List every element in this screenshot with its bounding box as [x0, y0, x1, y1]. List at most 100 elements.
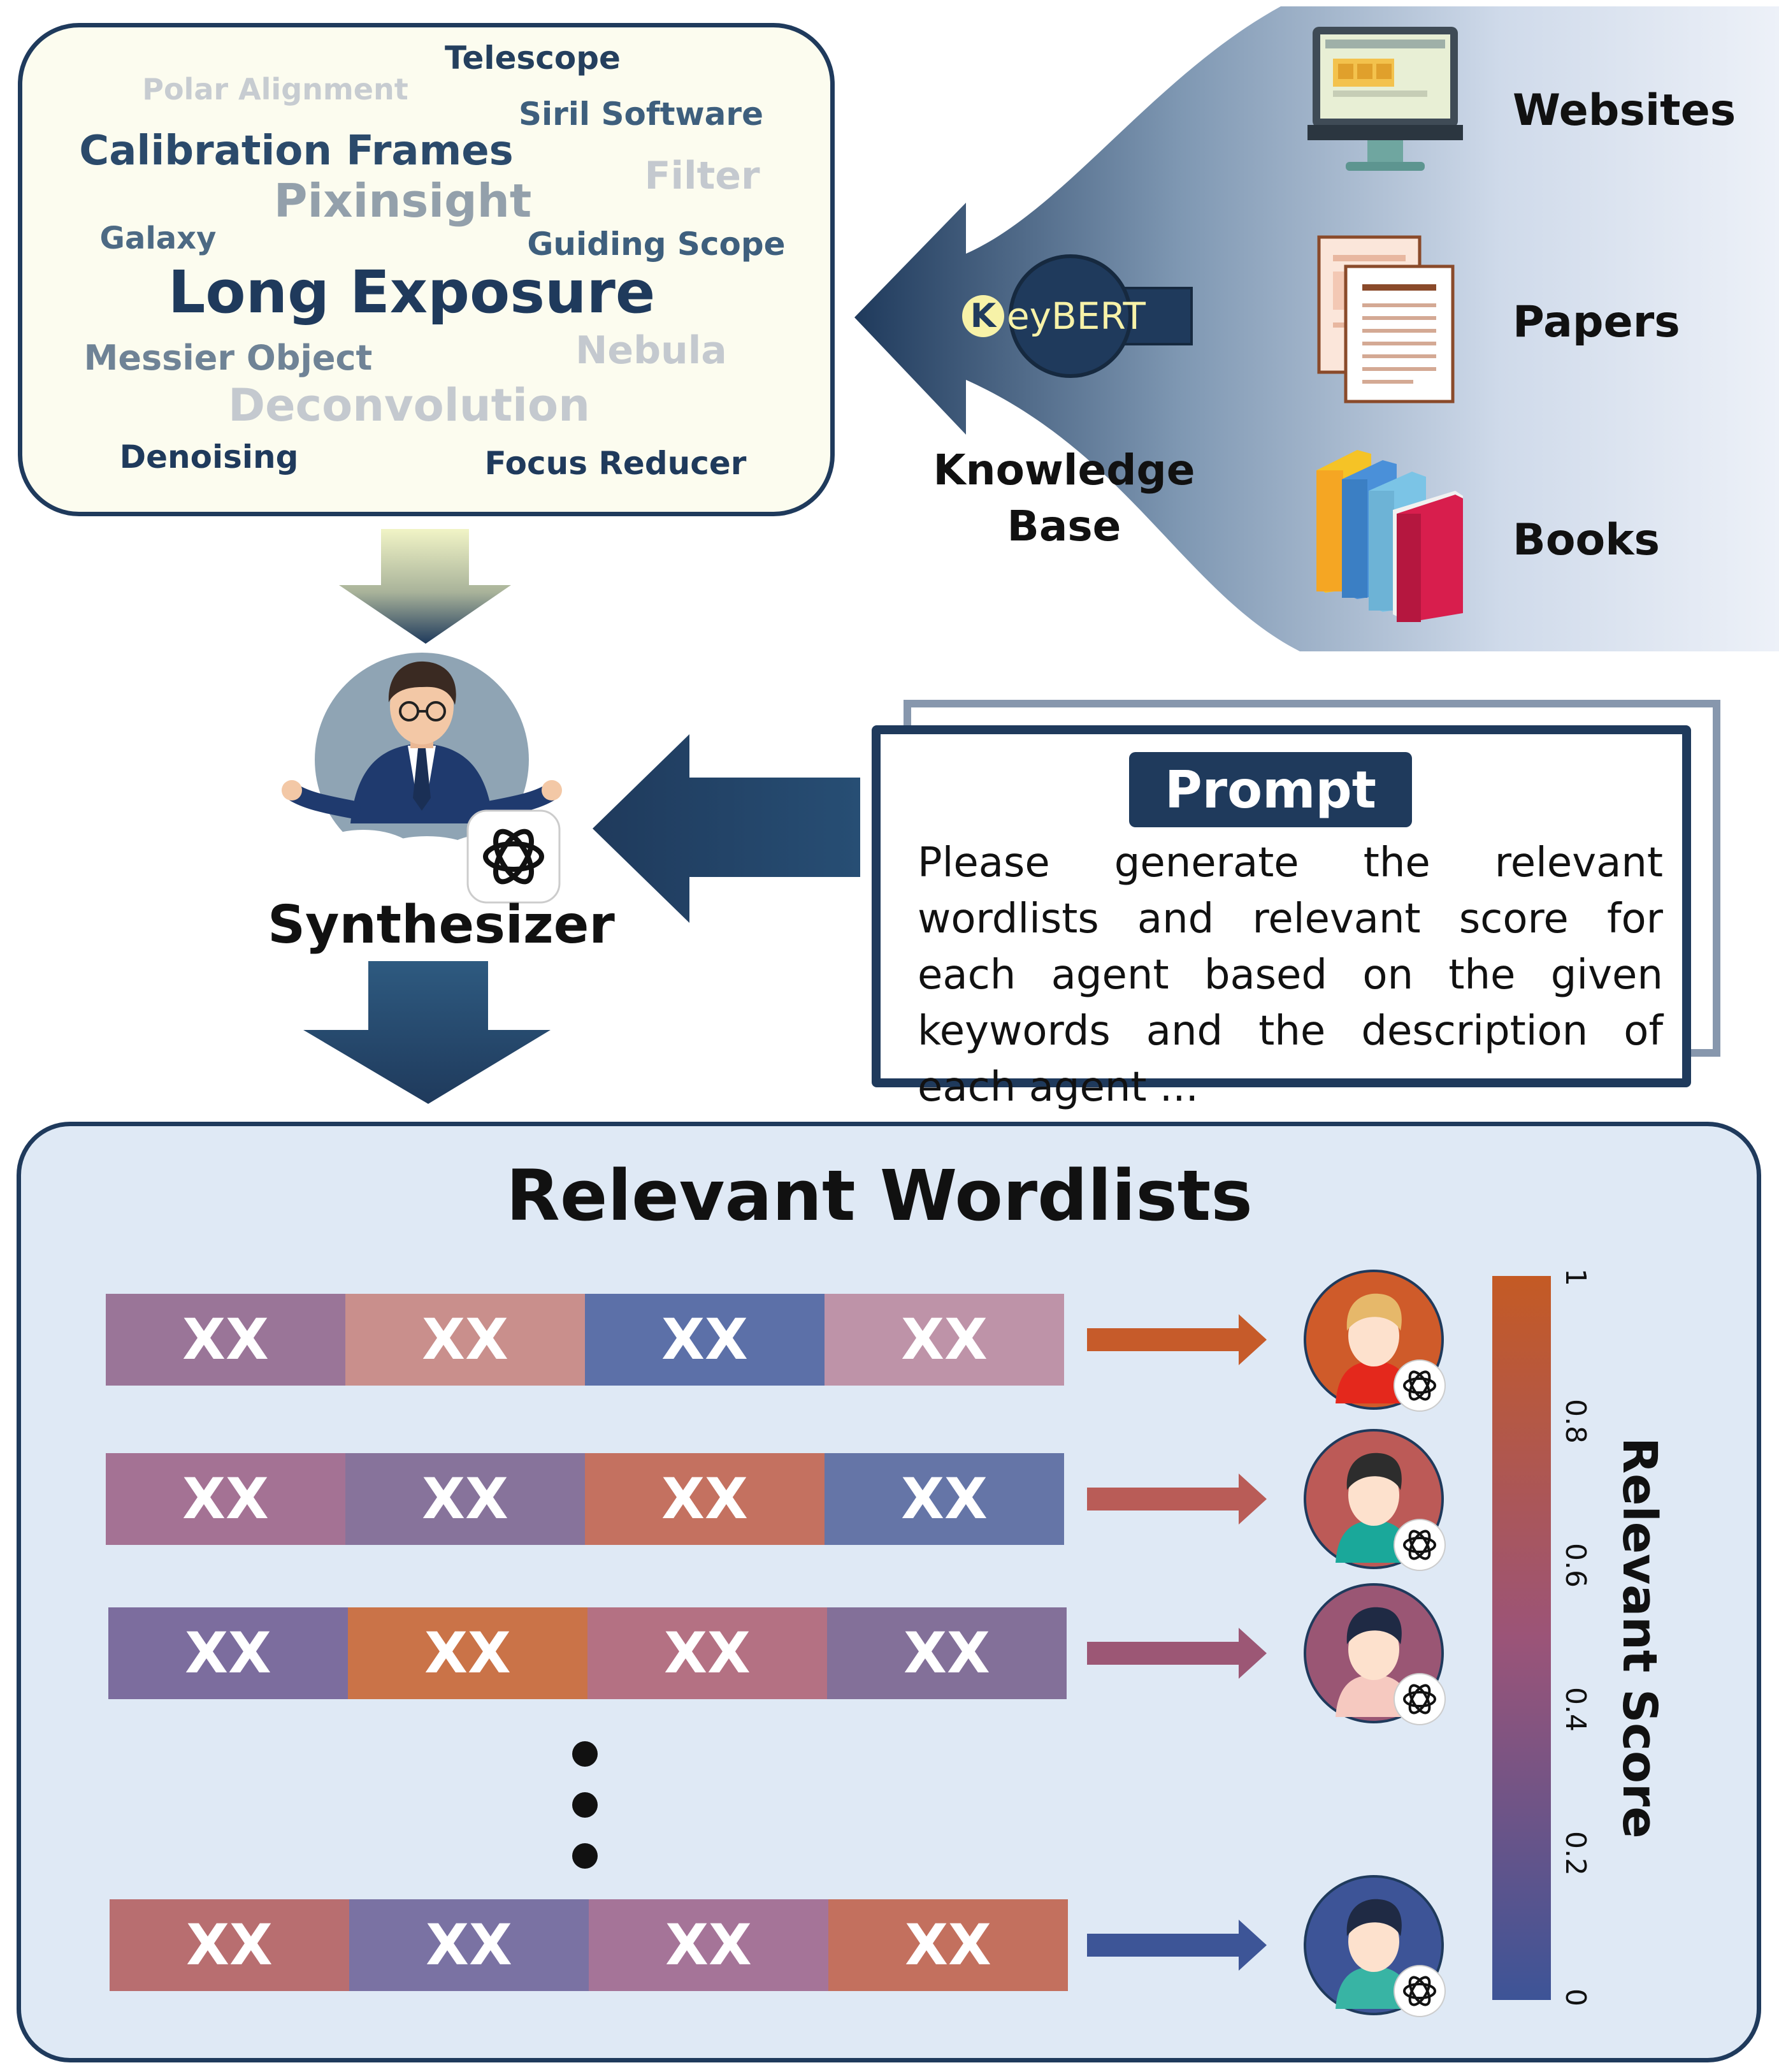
knowledge-base-label-line2: Base: [1007, 502, 1121, 551]
wordlist-cell: [825, 1294, 1064, 1386]
keybert-label: K eyBERT: [962, 288, 1146, 344]
colorbar-tick: 1: [1559, 1268, 1592, 1286]
keyword-denoising: Denoising: [120, 438, 299, 475]
wordlist-cell-text: XX: [901, 1466, 988, 1532]
prompt-line: Please generate the relevant: [918, 835, 1663, 891]
wordlist-cell-text: XX: [185, 1620, 271, 1686]
prompt-word: description: [1361, 1008, 1588, 1055]
keyword-guiding-scope: Guiding Scope: [527, 226, 785, 263]
colorbar-tick: 0.6: [1559, 1543, 1592, 1588]
prompt-word: each: [918, 952, 1016, 999]
row-arrow-shaft: [1087, 1934, 1240, 1957]
colorbar-tick: 0.2: [1559, 1831, 1592, 1876]
wordlist-cell: [106, 1453, 345, 1545]
wordlist-cell: [825, 1453, 1064, 1545]
ellipsis-dot: [572, 1792, 598, 1818]
wordlist-row: XX XX XX XX: [106, 1429, 1446, 1571]
prompt-word: and: [1137, 895, 1214, 943]
prompt-word: of: [1624, 1008, 1663, 1055]
prompt-word: given: [1550, 952, 1663, 999]
agent-man: [1304, 1875, 1446, 2017]
prompt-word: each agent ...: [918, 1064, 1199, 1111]
wordlist-cell-text: XX: [905, 1912, 991, 1978]
wordlist-cell: [827, 1607, 1067, 1699]
relevant-score-colorbar: 10.80.60.40.20 Relevant Score: [1492, 1268, 1667, 2006]
keybert-text: eyBERT: [1007, 294, 1146, 338]
prompt-word: wordlists: [918, 895, 1099, 943]
prompt-word: relevant: [1494, 839, 1663, 887]
wordlist-cell-text: XX: [904, 1620, 990, 1686]
wordlist-cell: [587, 1607, 827, 1699]
ellipsis-dot: [572, 1741, 598, 1767]
keyword-siril-software: Siril Software: [519, 96, 763, 133]
source-label-papers: Papers: [1513, 297, 1680, 347]
wordlist-cell: [106, 1294, 345, 1386]
keyword-long-exposure: Long Exposure: [168, 258, 655, 326]
keybert-logo: [1009, 254, 1193, 378]
row-arrow-head: [1239, 1474, 1267, 1525]
wordlist-cell-text: XX: [422, 1307, 508, 1372]
colorbar-gradient: [1492, 1276, 1551, 2000]
keybert-k-circle: K: [962, 295, 1004, 337]
keyword-calibration-frames: Calibration Frames: [79, 127, 514, 175]
wordlist-cell-text: XX: [424, 1620, 511, 1686]
keyword-focus-reducer: Focus Reducer: [485, 445, 747, 482]
wordlist-cell: [345, 1294, 585, 1386]
monitor-icon: [1307, 27, 1463, 171]
prompt-word: and: [1146, 1008, 1223, 1055]
prompt-word: generate: [1114, 839, 1299, 887]
synthesizer-label: Synthesizer: [268, 895, 615, 955]
down-arrow-1: [339, 529, 511, 644]
wordlist-cell-text: XX: [182, 1466, 269, 1532]
row-arrow-head: [1239, 1920, 1267, 1971]
row-arrow-shaft: [1087, 1328, 1240, 1351]
wordlist-cell-text: XX: [186, 1912, 273, 1978]
wordlist-cell: [349, 1899, 589, 1991]
prompt-word: relevant: [1252, 895, 1421, 943]
agent-woman-long-hair: [1304, 1429, 1446, 1571]
prompt-word: the: [1363, 839, 1430, 887]
keyword-nebula: Nebula: [575, 328, 727, 373]
prompt-word: agent: [1051, 952, 1169, 999]
prompt-word: based: [1204, 952, 1328, 999]
left-arrow: [593, 734, 860, 923]
wordlist-cell: [585, 1294, 825, 1386]
prompt-word: for: [1606, 895, 1663, 943]
businessman-icon: [282, 653, 562, 897]
source-label-websites: Websites: [1513, 85, 1736, 136]
prompt-word: the: [1258, 1008, 1326, 1055]
wordlist-cell: [589, 1899, 828, 1991]
wordlist-cell-text: XX: [422, 1466, 508, 1532]
wordlist-cell: [585, 1453, 825, 1545]
prompt-word: the: [1448, 952, 1516, 999]
keyword-pixinsight: Pixinsight: [274, 174, 532, 228]
prompt-word: keywords: [918, 1008, 1111, 1055]
colorbar-title: Relevant Score: [1612, 1437, 1667, 1838]
wordlist-cell: [110, 1899, 349, 1991]
agent-curly-hair: [1304, 1583, 1446, 1725]
source-label-books: Books: [1513, 515, 1660, 565]
colorbar-tick: 0.4: [1559, 1687, 1592, 1732]
keyword-cloud: Telescope Polar Alignment Siril Software…: [79, 40, 785, 482]
wordlist-cell-text: XX: [661, 1466, 748, 1532]
prompt-word: on: [1362, 952, 1414, 999]
wordlists-title: Relevant Wordlists: [506, 1155, 1253, 1236]
keyword-polar-alignment: Polar Alignment: [142, 72, 408, 106]
keyword-telescope: Telescope: [445, 40, 621, 76]
knowledge-base-label-line1: Knowledge: [933, 446, 1195, 495]
knowledge-base-arrow: [854, 6, 1779, 651]
colorbar-tick: 0.8: [1559, 1399, 1592, 1444]
row-arrow-shaft: [1087, 1488, 1240, 1511]
prompt-title-badge: Prompt: [1129, 752, 1412, 827]
agent-woman-bun: [1304, 1270, 1446, 1412]
keyword-cloud-box: [18, 23, 835, 516]
row-arrow-head: [1239, 1628, 1267, 1679]
prompt-word: Please: [918, 839, 1050, 887]
wordlist-cell-text: XX: [661, 1307, 748, 1372]
row-arrow-shaft: [1087, 1642, 1240, 1665]
